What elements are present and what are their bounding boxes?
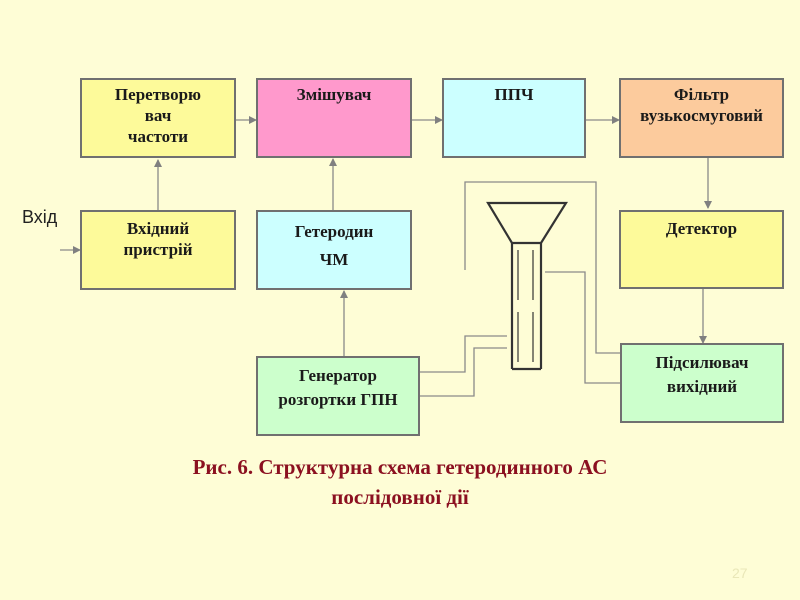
figure-caption: Рис. 6. Структурна схема гетеродинного А… [192, 455, 608, 509]
block-input-device: Вхідний пристрій [80, 210, 236, 290]
crt-tube-icon [486, 201, 568, 371]
wire-crt-upper [464, 181, 620, 354]
block-ppch: ППЧ [442, 78, 586, 158]
block-heterodyne-fm: Гетеродин ЧМ [256, 210, 412, 290]
block-narrowband-filter: Фільтр вузькосмуговий [619, 78, 784, 158]
block-detector: Детектор [619, 210, 784, 289]
wire-generator-upper [420, 335, 507, 373]
wire-generator-lower [420, 347, 507, 397]
block-sweep-generator: Генератор розгортки ГПН [256, 356, 420, 436]
block-mixer: Змішувач [256, 78, 412, 158]
input-label: Вхід [22, 207, 58, 227]
wire-crt-plate-right [545, 271, 620, 384]
page-number: 27 [732, 565, 748, 581]
block-frequency-converter: Перетворю вач частоти [80, 78, 236, 158]
block-output-amplifier: Підсилювач вихідний [620, 343, 784, 423]
